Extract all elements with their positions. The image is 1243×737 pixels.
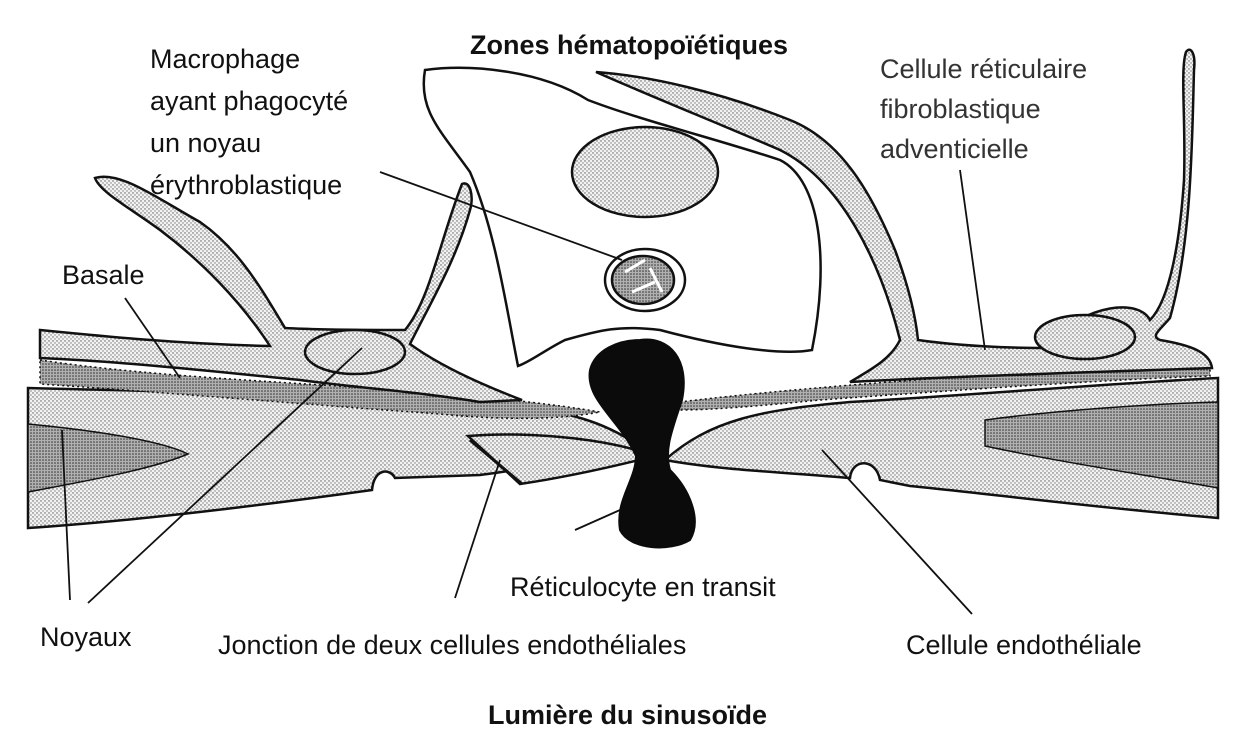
label-cellule-endotheliale: Cellule endothéliale — [906, 626, 1142, 664]
label-reticulaire-line3: adventicielle — [880, 130, 1029, 168]
label-reticulaire-line1: Cellule réticulaire — [880, 50, 1087, 88]
label-reticulocyte: Réticulocyte en transit — [510, 568, 776, 606]
label-macrophage-line1: Macrophage — [150, 40, 300, 78]
label-zones-hematopoietiques: Zones hématopoïétiques — [470, 26, 788, 64]
label-lumiere-sinusoide: Lumière du sinusoïde — [488, 696, 767, 734]
label-noyaux: Noyaux — [40, 618, 132, 656]
macrophage-nucleus — [305, 330, 405, 374]
label-jonction: Jonction de deux cellules endothéliales — [218, 626, 686, 664]
reticular-nucleus — [1035, 315, 1135, 359]
hematopoietic-nucleus — [572, 127, 718, 217]
label-macrophage-line3: un noyau — [150, 124, 261, 162]
phagocytosed-nucleus — [612, 256, 674, 304]
label-macrophage-line4: érythroblastique — [150, 166, 342, 204]
label-basale: Basale — [62, 256, 145, 294]
label-macrophage-line2: ayant phagocyté — [150, 82, 348, 120]
label-reticulaire-line2: fibroblastique — [880, 90, 1041, 128]
